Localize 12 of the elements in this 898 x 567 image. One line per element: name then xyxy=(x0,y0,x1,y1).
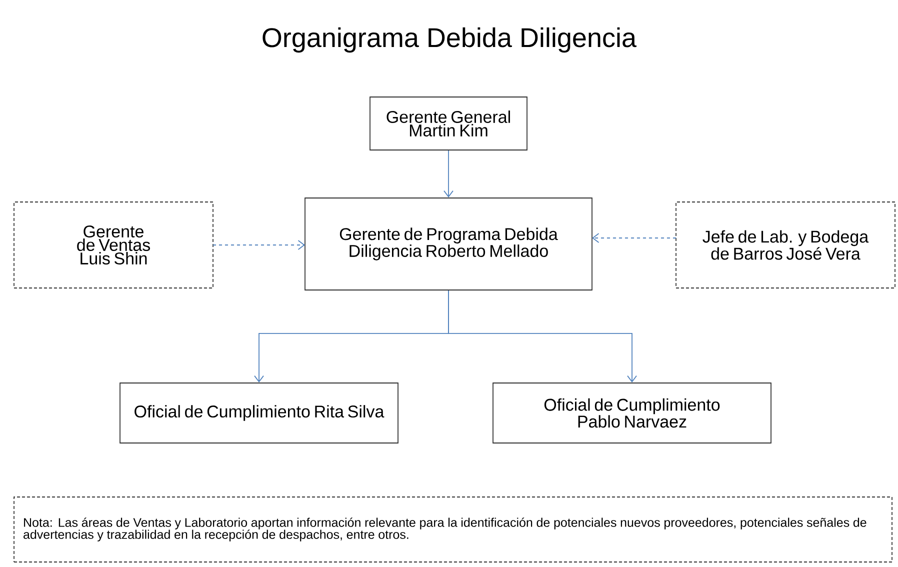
org-box: Gerente de Programa Debida Diligencia Roberto Mellado xyxy=(304,198,592,290)
arrow xyxy=(448,290,637,383)
org-box: Gerente General Martin Kim xyxy=(370,96,528,150)
org-box: Oficial de Cumplimiento Pablo Narvaez xyxy=(492,382,772,444)
arrow xyxy=(592,233,676,243)
arrow xyxy=(212,240,305,250)
org-box: Oficial de Cumplimiento Rita Silva xyxy=(120,382,398,444)
arrow xyxy=(444,150,454,198)
org-box: Jefe de Lab. y Bodega de Barros José Vera xyxy=(676,202,896,288)
org-box: Gerente de Ventas Luis Shin xyxy=(14,202,214,288)
title: Organigrama Debida Diligencia xyxy=(262,27,636,53)
note-box: Nota: Las áreas de Ventas y Laboratorio aportan información relevante para la identificación de potenciales nuevos proveedores, potenciales señales de advertencias y trazabilidad en la recepción de despachos, entre otros. xyxy=(14,496,892,562)
